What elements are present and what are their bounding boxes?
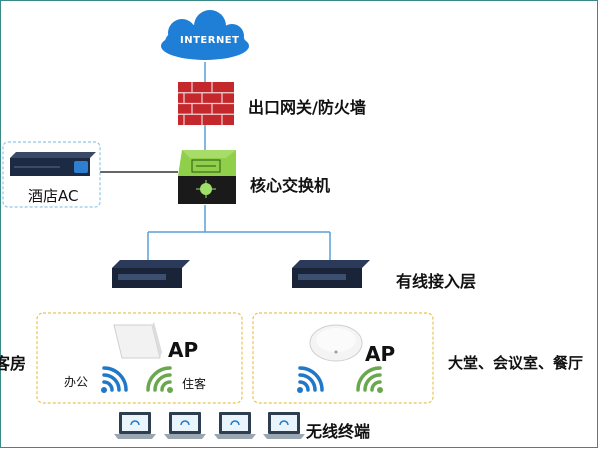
wireless-terminal-label: 无线终端 <box>306 422 371 441</box>
laptop-icon <box>214 412 256 439</box>
ap-left-icon <box>113 322 162 359</box>
ac-label: 酒店AC <box>28 187 79 205</box>
firewall-label: 出口网关/防火墙 <box>248 98 366 117</box>
ap-left-label: AP <box>168 338 199 362</box>
internet-cloud-icon <box>161 10 249 60</box>
core-switch-label: 核心交换机 <box>250 176 331 195</box>
zone-right-label: 大堂、会议室、餐厅 <box>448 354 584 372</box>
access-layer-label: 有线接入层 <box>396 272 477 291</box>
access-switch-right-icon <box>292 252 370 288</box>
ac-box <box>2 141 101 208</box>
zone-left-box <box>36 312 243 404</box>
office-label: 办公 <box>64 375 89 389</box>
laptop-icon <box>114 412 156 439</box>
firewall-icon <box>178 82 234 125</box>
laptop-icon <box>263 412 305 439</box>
wifi-guest-icon <box>146 366 173 393</box>
wifi-office-icon <box>101 366 128 393</box>
zone-left-label: 客房 <box>0 354 27 373</box>
internet-label: INTERNET <box>180 35 240 46</box>
wifi-right-green-icon <box>356 366 383 393</box>
wifi-right-blue-icon <box>297 366 324 393</box>
laptop-icon <box>164 412 206 439</box>
zone-right-box <box>252 312 434 404</box>
core-switch-icon <box>178 150 236 204</box>
ac-device-icon <box>10 152 96 176</box>
ap-right-icon <box>309 324 363 362</box>
ap-right-label: AP <box>365 342 396 366</box>
guest-label: 住客 <box>182 377 207 391</box>
access-switch-left-icon <box>112 252 190 288</box>
